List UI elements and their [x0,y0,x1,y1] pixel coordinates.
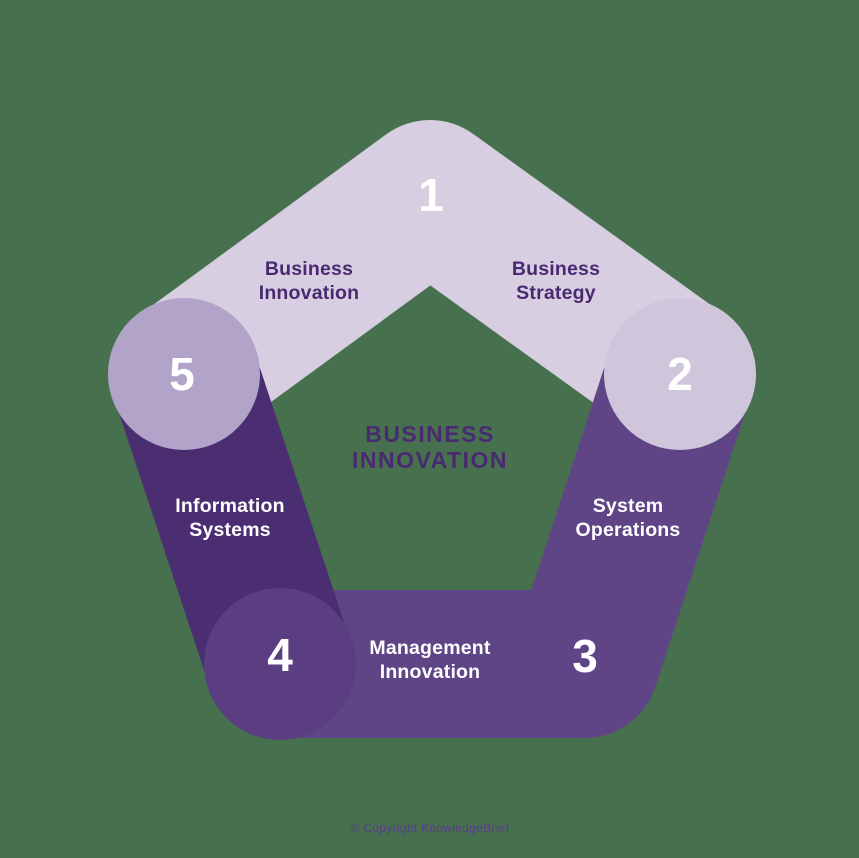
label-business-innovation-line2: Innovation [259,282,360,304]
band-operations-management [280,350,751,738]
label-management-innovation-line2: Innovation [380,661,481,683]
copyright-text: © Copyright KnowledgeBrief [351,821,510,835]
label-business-strategy-line2: Strategy [516,282,596,304]
label-system-operations-line1: System [593,495,664,517]
label-system-operations-line2: Operations [576,519,681,541]
vertex-circle-step2 [604,298,756,450]
label-business-strategy-line1: Business [512,258,600,280]
label-management-innovation-line1: Management [369,637,490,659]
vertex-circle-step5 [108,298,260,450]
label-information-systems-line2: Systems [189,519,271,541]
step-number-5: 5 [169,348,195,400]
step-number-1: 1 [418,169,444,221]
band-top-strategy-innovation [140,120,724,435]
step-number-4: 4 [267,629,293,681]
vertex-circle-step4 [204,588,356,740]
step-number-2: 2 [667,348,693,400]
label-business-innovation-line1: Business [265,258,353,280]
center-title-line2: INNOVATION [352,447,508,473]
center-title-line1: BUSINESS [365,421,495,447]
step-number-3: 3 [572,630,598,682]
label-information-systems-line1: Information [175,495,284,517]
